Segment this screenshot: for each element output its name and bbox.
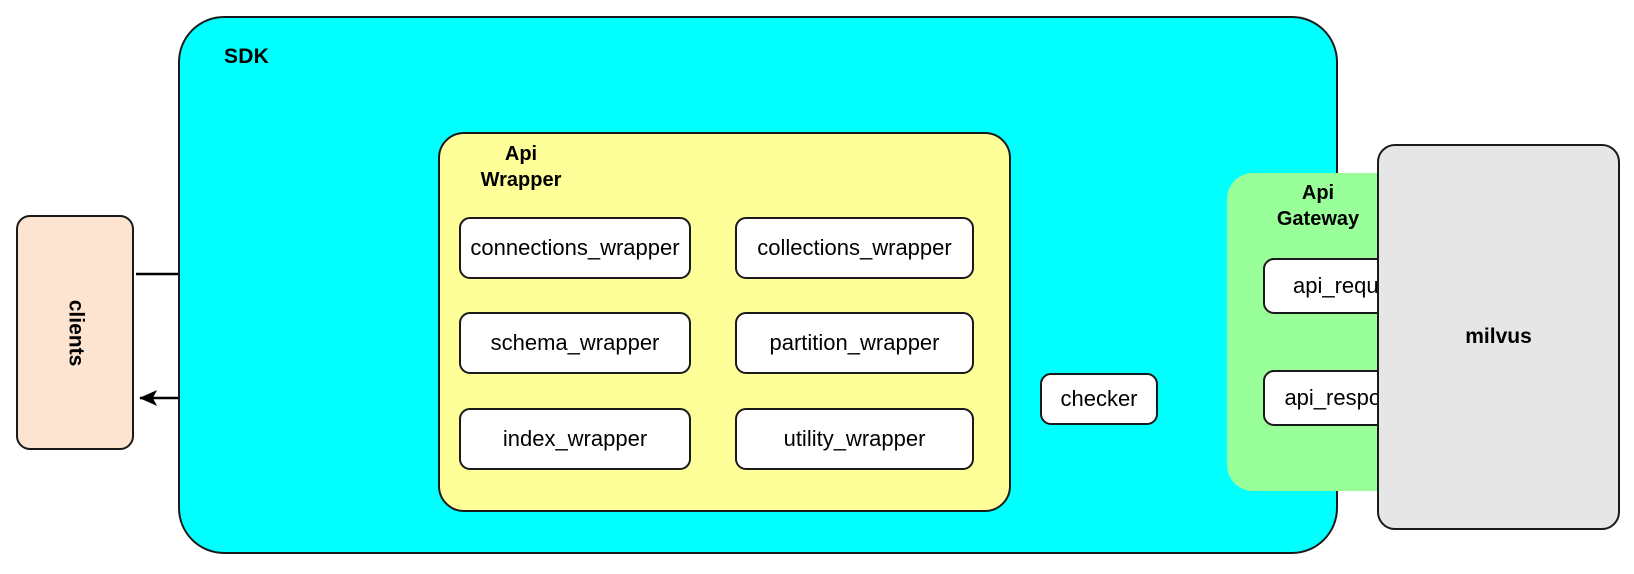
sdk-label: SDK [224, 45, 269, 68]
node-index-wrapper[interactable]: index_wrapper [459, 408, 691, 470]
node-checker[interactable]: checker [1040, 373, 1158, 425]
node-label: index_wrapper [502, 426, 648, 451]
node-schema-wrapper[interactable]: schema_wrapper [459, 312, 691, 374]
node-label: schema_wrapper [490, 330, 660, 355]
node-connections-wrapper[interactable]: connections_wrapper [459, 217, 691, 279]
node-label: partition_wrapper [769, 330, 940, 355]
milvus-node[interactable]: milvus [1377, 144, 1620, 530]
node-label: collections_wrapper [757, 235, 952, 260]
clients-label: clients [64, 299, 87, 366]
api-wrapper-container[interactable]: Api Wrapper connections_wrapper collecti… [438, 132, 1011, 512]
milvus-label: milvus [1465, 325, 1532, 348]
node-label: connections_wrapper [470, 235, 680, 260]
api-wrapper-label: Api Wrapper [480, 143, 562, 191]
node-utility-wrapper[interactable]: utility_wrapper [735, 408, 974, 470]
node-label: utility_wrapper [783, 426, 926, 451]
clients-node[interactable]: clients [16, 215, 134, 450]
sdk-container[interactable]: SDK Api Wrapper connections_wrapper coll… [178, 16, 1469, 554]
node-partition-wrapper[interactable]: partition_wrapper [735, 312, 974, 374]
api-gateway-label: Api Gateway [1276, 182, 1360, 230]
node-label: checker [1060, 386, 1138, 411]
node-collections-wrapper[interactable]: collections_wrapper [735, 217, 974, 279]
